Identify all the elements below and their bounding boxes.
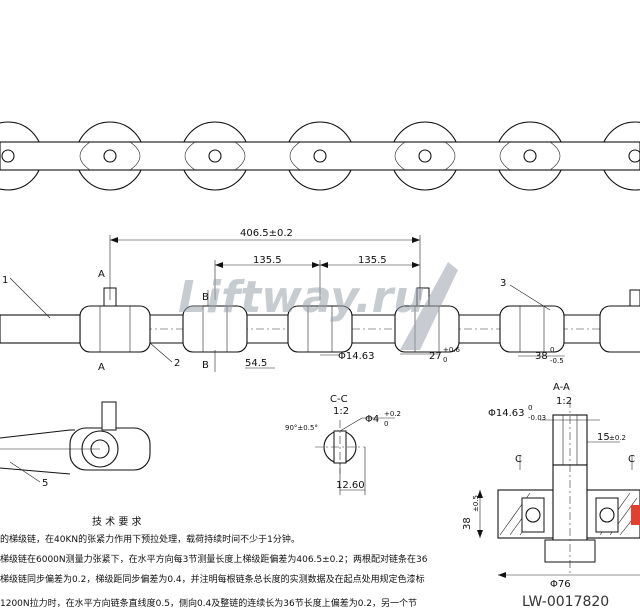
- watermark-logo-icon: [400, 262, 458, 350]
- section-aa-bottom-dia: Φ76: [550, 579, 571, 590]
- tech-requirement-line: 梯级链在6000N测量力张紧下，在水平方向每3节测量长度上梯级距偏差为406.5…: [0, 553, 428, 565]
- dim-roller-width-tol-up: +0.6: [443, 346, 461, 354]
- part-callouts: 1 2 3 5: [2, 275, 506, 489]
- dim-pitch-left: 135.5: [253, 255, 282, 266]
- section-aa-top-len: 15: [597, 432, 610, 443]
- attachment-detail-view: [0, 401, 151, 483]
- tech-requirement-line: 的梯级链，在40KN的张紧力作用下预拉处理，载荷持续时间不少于1分钟。: [0, 533, 300, 545]
- section-aa-height-tol: ±0.5: [472, 495, 480, 512]
- dim-roller-height: 38: [535, 351, 548, 362]
- callout-5: 5: [42, 478, 48, 489]
- section-aa-labels: A-A 1:2 Φ14.63 0 -0.03 15 ±0.2 38 ±0.5 Φ…: [462, 382, 635, 590]
- watermark-text: Liftway.ru: [178, 272, 425, 323]
- side-dimensions: [9, 235, 565, 372]
- section-aa-view: [477, 400, 640, 578]
- section-a-top: A: [98, 269, 105, 280]
- section-markers: A A B B: [98, 269, 209, 373]
- section-aa-top-tol: ±0.2: [609, 434, 626, 442]
- section-cc-hole-dia: Φ4: [365, 414, 379, 425]
- section-b-top: B: [202, 292, 209, 303]
- dim-roller-width: 27: [429, 351, 442, 362]
- tech-requirement-line: 梯级链同步偏差为0.2，梯级距同步偏差为0.4，并注明每根链条总长度的实测数据及…: [0, 573, 425, 585]
- side-chain-view: [0, 287, 640, 353]
- tech-requirements-heading: 技 术 要 求: [92, 515, 142, 528]
- dim-roller-height-tol-up: 0: [550, 346, 554, 354]
- callout-3: 3: [500, 278, 506, 289]
- section-aa-height: 38: [462, 517, 473, 530]
- tech-requirement-line: 1200N拉力时，在水平方向链条直线度0.5，侧向0.4及整链的连续长为36节长…: [0, 597, 417, 609]
- callout-1: 1: [2, 275, 8, 286]
- watermark: Liftway.ru: [178, 262, 458, 350]
- section-aa-cut-left: C: [515, 454, 522, 465]
- drawing-code: LW-0017820: [522, 594, 609, 610]
- section-cc-angle: 90°±0.5°: [285, 424, 318, 432]
- section-cc-length: 12.60: [336, 480, 365, 491]
- drawing-code-background: [512, 591, 640, 612]
- top-chain-view: [0, 121, 640, 191]
- section-aa-pin-tol-up: 0: [528, 404, 532, 412]
- dim-offset: 54.5: [245, 358, 267, 369]
- section-cc-hole-tol-low: 0: [384, 420, 388, 428]
- section-aa-cut-right: C: [628, 454, 635, 465]
- dim-roller-height-tol-low: -0.5: [550, 357, 564, 365]
- section-aa-scale: 1:2: [556, 396, 572, 407]
- section-aa-title: A-A: [553, 382, 570, 393]
- dim-pitch-total: 406.5±0.2: [240, 228, 293, 239]
- tech-requirements: 技 术 要 求 的梯级链，在40KN的张紧力作用下预拉处理，载荷持续时间不少于1…: [0, 515, 428, 609]
- section-aa-pin-tol-low: -0.03: [528, 414, 546, 422]
- dim-pin-diameter: Φ14.63: [338, 351, 375, 362]
- section-a-bottom: A: [98, 362, 105, 373]
- section-cc-view: [315, 417, 395, 495]
- dim-pitch-right: 135.5: [358, 255, 387, 266]
- callout-2: 2: [174, 358, 180, 369]
- section-b-bottom: B: [202, 360, 209, 371]
- section-cc-hole-tol: +0.2: [384, 410, 401, 418]
- section-cc-labels: C-C 1:2 90°±0.5° Φ4 +0.2 0 12.60: [285, 394, 401, 491]
- dimension-labels: 406.5±0.2 135.5 135.5 54.5 Φ14.63 27 +0.…: [240, 228, 564, 369]
- section-cc-scale: 1:2: [333, 406, 349, 417]
- section-aa-pin-dia: Φ14.63: [488, 408, 525, 419]
- section-cc-title: C-C: [330, 394, 348, 405]
- dim-roller-width-tol-low: 0: [443, 356, 447, 364]
